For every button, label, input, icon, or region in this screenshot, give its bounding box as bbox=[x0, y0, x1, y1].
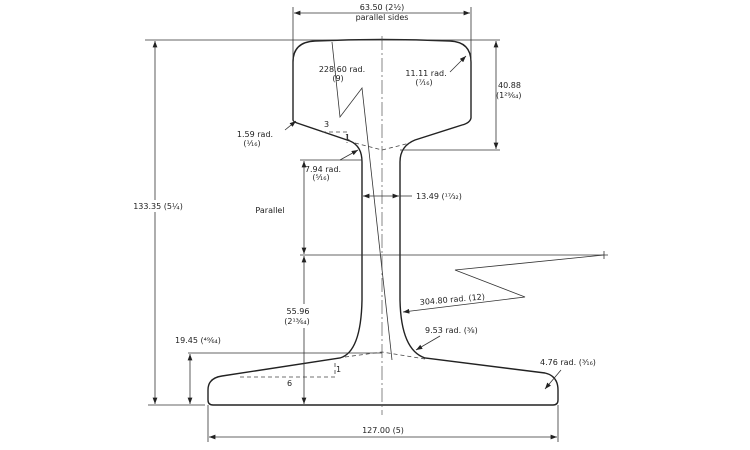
foot-height-label: 19.45 (⁴⁹⁄₆₄) bbox=[175, 336, 221, 345]
head-slope-run: 3 bbox=[324, 120, 329, 129]
lower-height-in-label: (2¹³⁄₆₄) bbox=[284, 317, 310, 326]
head-slope-construction bbox=[322, 131, 411, 151]
foot-edge-radius-leader bbox=[544, 369, 562, 390]
lower-height-label: 55.96 bbox=[287, 307, 310, 316]
foot-slope-rise: 1 bbox=[336, 365, 341, 374]
underside-radius-in-label: (¹⁄₁₆) bbox=[243, 139, 260, 148]
head-radius-in-label: (9) bbox=[332, 74, 343, 83]
web-radius-label: 304.80 rad. (12) bbox=[419, 292, 485, 307]
head-width-label: 63.50 (2½) bbox=[360, 3, 405, 12]
web-thickness-label: 13.49 (¹⁷⁄₃₂) bbox=[416, 192, 462, 201]
web-foot-fillet-leader bbox=[415, 335, 441, 351]
total-height-label: 133.35 (5¼) bbox=[133, 202, 183, 211]
underside-radius-label: 1.59 rad. bbox=[237, 130, 273, 139]
web-head-fillet-leader bbox=[339, 149, 359, 161]
head-depth-in-label: (1²⁹⁄₆₄) bbox=[496, 91, 522, 100]
head-radius-label: 228.60 rad. bbox=[319, 65, 365, 74]
underside-radius-leader bbox=[284, 120, 297, 131]
web-head-fillet-in-label: (⁵⁄₁₆) bbox=[312, 173, 329, 182]
rail-outline bbox=[207, 38, 559, 406]
head-depth-label: 40.88 bbox=[498, 81, 521, 90]
corner-radius-label: 11.11 rad. bbox=[405, 69, 446, 78]
foot-edge-radius-label: 4.76 rad. (³⁄₁₆) bbox=[540, 358, 596, 367]
corner-radius-in-label: (⁷⁄₁₆) bbox=[415, 78, 432, 87]
head-radius-leader bbox=[331, 41, 393, 361]
foot-slope-construction bbox=[240, 351, 426, 378]
web-foot-fillet-label: 9.53 rad. (³⁄₈) bbox=[425, 326, 478, 335]
foot-slope-run: 6 bbox=[287, 379, 292, 388]
corner-radius-leader bbox=[449, 55, 467, 73]
head-width-note: parallel sides bbox=[356, 13, 409, 22]
web-radius-leader bbox=[402, 254, 605, 314]
web-head-fillet-label: 7.94 rad. bbox=[305, 165, 341, 174]
parallel-label: Parallel bbox=[255, 206, 284, 215]
head-slope-rise: 1 bbox=[345, 133, 350, 142]
foot-width-label: 127.00 (5) bbox=[362, 426, 404, 435]
